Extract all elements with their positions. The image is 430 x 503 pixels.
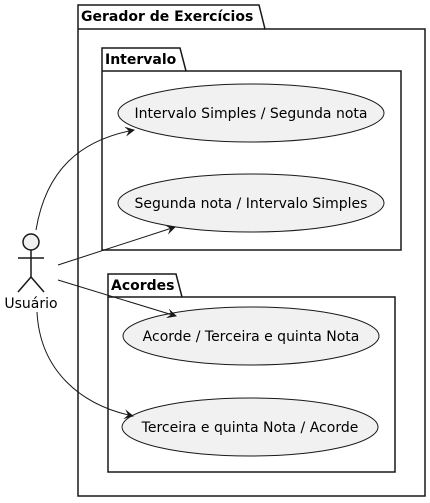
use-case-acorde-terceira-quinta-nota[interactable] xyxy=(122,306,380,366)
actor-right-leg xyxy=(30,276,45,293)
use-case-intervalo-simples-segunda-nota-label: Intervalo Simples / Segunda nota xyxy=(135,106,368,122)
actor-head xyxy=(22,233,40,251)
use-case-acorde-terceira-quinta-nota-label: Acorde / Terceira e quinta Nota xyxy=(143,329,360,345)
actor-left-leg xyxy=(17,276,32,293)
package-intervalo: Intervalo Intervalo Simples / Segunda no… xyxy=(101,47,402,251)
use-case-intervalo-simples-segunda-nota[interactable] xyxy=(117,83,385,143)
use-case-terceira-quinta-nota-acorde[interactable] xyxy=(121,397,379,457)
package-acordes: Acordes Acorde / Terceira e quinta Nota … xyxy=(107,273,396,473)
association-usuario-segunda-nota-intervalo-simples xyxy=(57,225,176,266)
use-case-segunda-nota-intervalo-simples[interactable] xyxy=(117,173,385,233)
associations xyxy=(35,126,177,420)
association-usuario-intervalo-simples-segunda-nota xyxy=(35,126,135,231)
association-usuario-terceira-quinta-nota-acorde xyxy=(36,311,134,420)
actor-name: Usuário xyxy=(4,296,57,312)
system-package-title: Gerador de Exercícios xyxy=(81,9,253,25)
package-acordes-title: Acordes xyxy=(111,278,175,294)
association-usuario-acorde-terceira-quinta-nota xyxy=(57,279,177,319)
use-case-terceira-quinta-nota-acorde-label: Terceira e quinta Nota / Acorde xyxy=(141,420,359,436)
actor-usuario[interactable]: Usuário xyxy=(4,233,58,312)
package-intervalo-title: Intervalo xyxy=(105,52,177,68)
use-case-segunda-nota-intervalo-simples-label: Segunda nota / Intervalo Simples xyxy=(135,196,368,212)
